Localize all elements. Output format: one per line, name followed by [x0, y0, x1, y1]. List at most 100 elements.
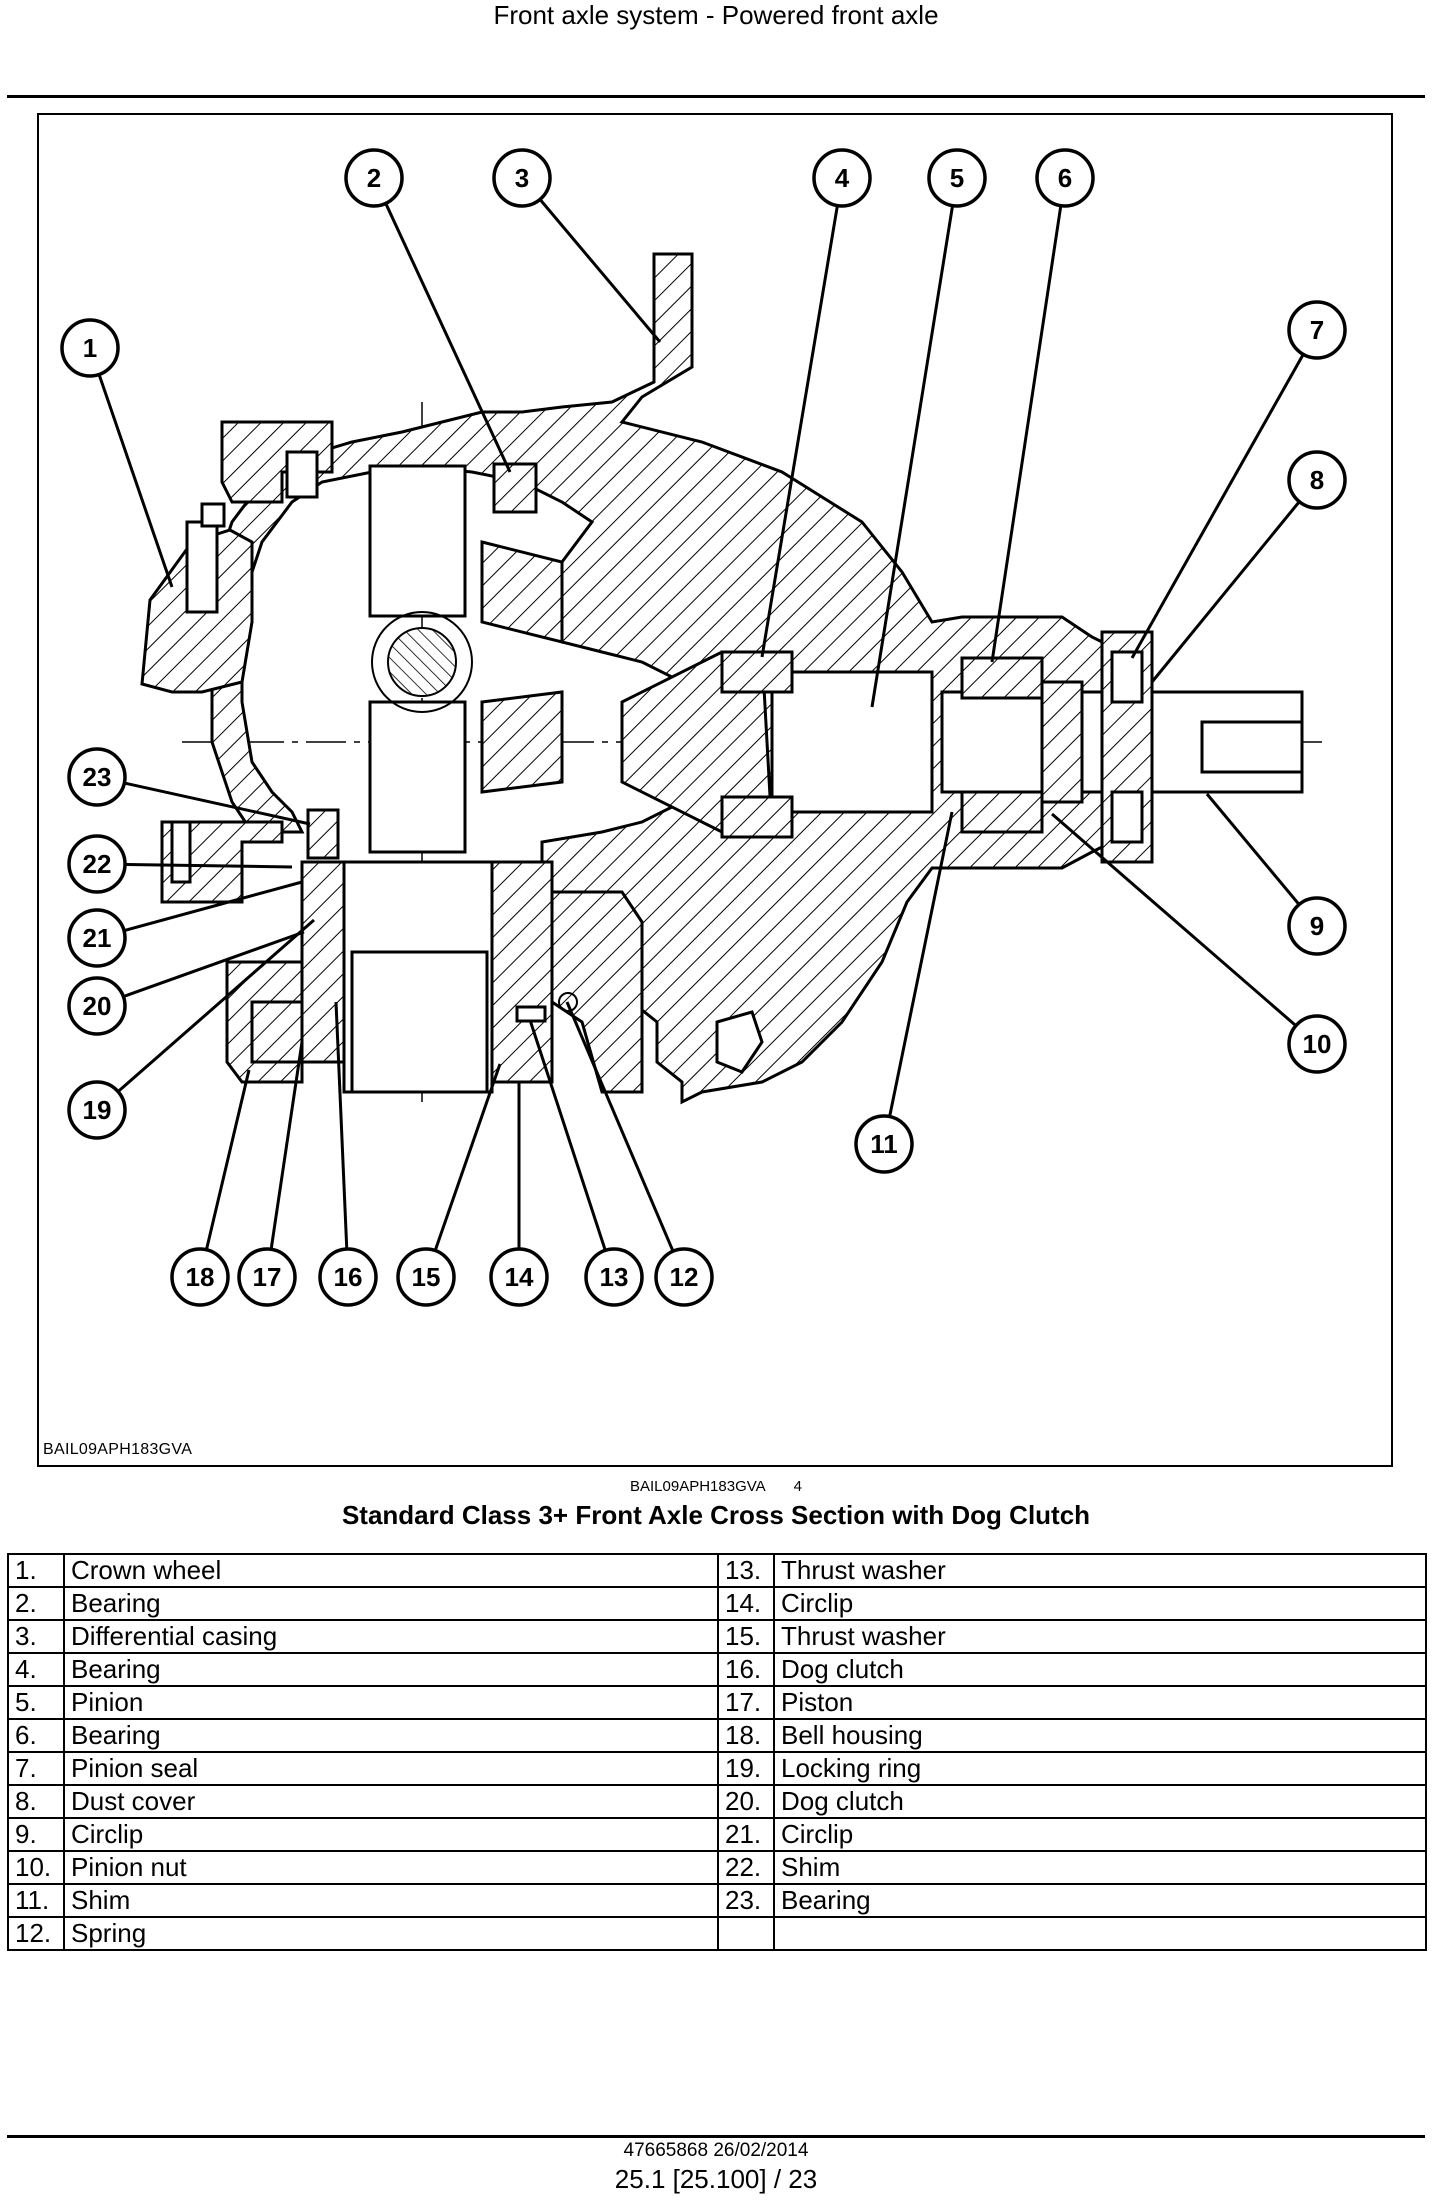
table-row: 1. Crown wheel 13. Thrust washer: [7, 1553, 1427, 1588]
callout-6: 6: [1035, 148, 1095, 208]
part-label: Bearing: [63, 1586, 719, 1621]
pinion-seal-upper: [1110, 650, 1144, 704]
svg-text:6: 6: [1058, 163, 1072, 193]
part-label: Shim: [63, 1883, 719, 1918]
part-label: Circlip: [773, 1817, 1427, 1852]
callout-19: 19: [67, 1080, 127, 1140]
part-label: Pinion nut: [63, 1850, 719, 1885]
part-number: 2.: [7, 1586, 65, 1621]
table-row: 8. Dust cover 20. Dog clutch: [7, 1784, 1427, 1819]
svg-text:2: 2: [367, 163, 381, 193]
dog-clutch-right: [490, 860, 554, 1084]
svg-text:18: 18: [186, 1262, 215, 1292]
svg-text:3: 3: [515, 163, 529, 193]
callout-13: 13: [584, 1247, 644, 1307]
part-number: 17.: [717, 1685, 775, 1720]
thrust-washer-shape: [515, 1005, 547, 1023]
part-number: 19.: [717, 1751, 775, 1786]
table-row: 11. Shim 23. Bearing: [7, 1883, 1427, 1918]
callout-16: 16: [318, 1247, 378, 1307]
left-flange-bolt: [170, 820, 192, 884]
cross-section-figure: 1 2 3 4 5 6 7 8 9 10 11 12 13 14 15 16 1…: [37, 113, 1393, 1467]
part-label: Differential casing: [63, 1619, 719, 1654]
bearing-23-shape: [306, 808, 340, 860]
part-number: 8.: [7, 1784, 65, 1819]
callout-9: 9: [1287, 896, 1347, 956]
part-label: Thrust washer: [773, 1619, 1427, 1654]
svg-text:17: 17: [253, 1262, 282, 1292]
svg-text:16: 16: [334, 1262, 363, 1292]
callout-7: 7: [1287, 300, 1347, 360]
svg-text:21: 21: [83, 923, 112, 953]
part-label: Locking ring: [773, 1751, 1427, 1786]
spider-shaft-upper: [368, 464, 467, 618]
svg-text:10: 10: [1303, 1029, 1332, 1059]
figure-caption: Standard Class 3+ Front Axle Cross Secti…: [341, 1500, 1091, 1530]
svg-text:11: 11: [870, 1129, 898, 1159]
part-number: 13.: [717, 1553, 775, 1588]
svg-text:9: 9: [1310, 911, 1324, 941]
table-row: 3. Differential casing 15. Thrust washer: [7, 1619, 1427, 1654]
part-label: Dog clutch: [773, 1652, 1427, 1687]
figure-ref-number: 4: [793, 1478, 802, 1495]
part-label: Thrust washer: [773, 1553, 1427, 1588]
svg-text:23: 23: [83, 762, 112, 792]
callout-1: 1: [60, 318, 120, 378]
svg-text:15: 15: [412, 1262, 441, 1292]
spider-gear-center: [387, 627, 457, 697]
table-row: 2. Bearing 14. Circlip: [7, 1586, 1427, 1621]
parts-legend-table: 1. Crown wheel 13. Thrust washer 2. Bear…: [7, 1553, 1427, 1951]
bearing-6-upper: [960, 656, 1044, 700]
callout-3: 3: [492, 148, 552, 208]
part-label: Dust cover: [63, 1784, 719, 1819]
table-row: 12. Spring: [7, 1916, 1427, 1951]
part-label: Bearing: [773, 1883, 1427, 1918]
bearing-4-lower: [720, 795, 794, 839]
part-number: 21.: [717, 1817, 775, 1852]
table-row: 7. Pinion seal 19. Locking ring: [7, 1751, 1427, 1786]
part-number: 7.: [7, 1751, 65, 1786]
table-row: 4. Bearing 16. Dog clutch: [7, 1652, 1427, 1687]
callout-22: 22: [67, 834, 127, 894]
part-number: 1.: [7, 1553, 65, 1588]
page-reference: 25.1 [25.100] / 23: [614, 2164, 818, 2194]
spider-gear-outer: [371, 611, 473, 713]
part-label: Shim: [773, 1850, 1427, 1885]
svg-text:8: 8: [1310, 465, 1324, 495]
figure-frame-code: BAIL09APH183GVA: [43, 1441, 193, 1458]
part-label: Piston: [773, 1685, 1427, 1720]
svg-text:5: 5: [950, 163, 964, 193]
bearing-4-upper: [720, 650, 794, 694]
table-row: 10. Pinion nut 22. Shim: [7, 1850, 1427, 1885]
part-number: 9.: [7, 1817, 65, 1852]
pinion-seal-lower: [1110, 790, 1144, 844]
left-flange-shape: [160, 820, 284, 904]
svg-text:22: 22: [83, 849, 112, 879]
part-number: 4.: [7, 1652, 65, 1687]
table-row: 5. Pinion 17. Piston: [7, 1685, 1427, 1720]
callout-20: 20: [67, 976, 127, 1036]
part-number: 22.: [717, 1850, 775, 1885]
spider-shaft-lower: [368, 700, 467, 854]
part-label: [773, 1916, 1427, 1951]
callout-21: 21: [67, 908, 127, 968]
svg-text:13: 13: [600, 1262, 629, 1292]
callout-15: 15: [396, 1247, 456, 1307]
pinion-shaft: [770, 670, 934, 814]
callout-17: 17: [237, 1247, 297, 1307]
part-number: 12.: [7, 1916, 65, 1951]
part-label: Spring: [63, 1916, 719, 1951]
output-shaft-spline: [350, 950, 489, 1094]
axle-cross-section-drawing: 1 2 3 4 5 6 7 8 9 10 11 12 13 14 15 16 1…: [60, 148, 1347, 1307]
callout-5: 5: [927, 148, 987, 208]
part-label: Circlip: [63, 1817, 719, 1852]
side-gear-upper: [480, 540, 564, 644]
svg-text:14: 14: [505, 1262, 534, 1292]
svg-text:1: 1: [83, 333, 97, 363]
crown-wheel-bolt-head: [200, 502, 226, 528]
part-number: 10.: [7, 1850, 65, 1885]
bearing-2-shape: [492, 462, 538, 514]
footer-rule: [7, 2135, 1425, 2138]
part-number: 11.: [7, 1883, 65, 1918]
part-label: Bell housing: [773, 1718, 1427, 1753]
